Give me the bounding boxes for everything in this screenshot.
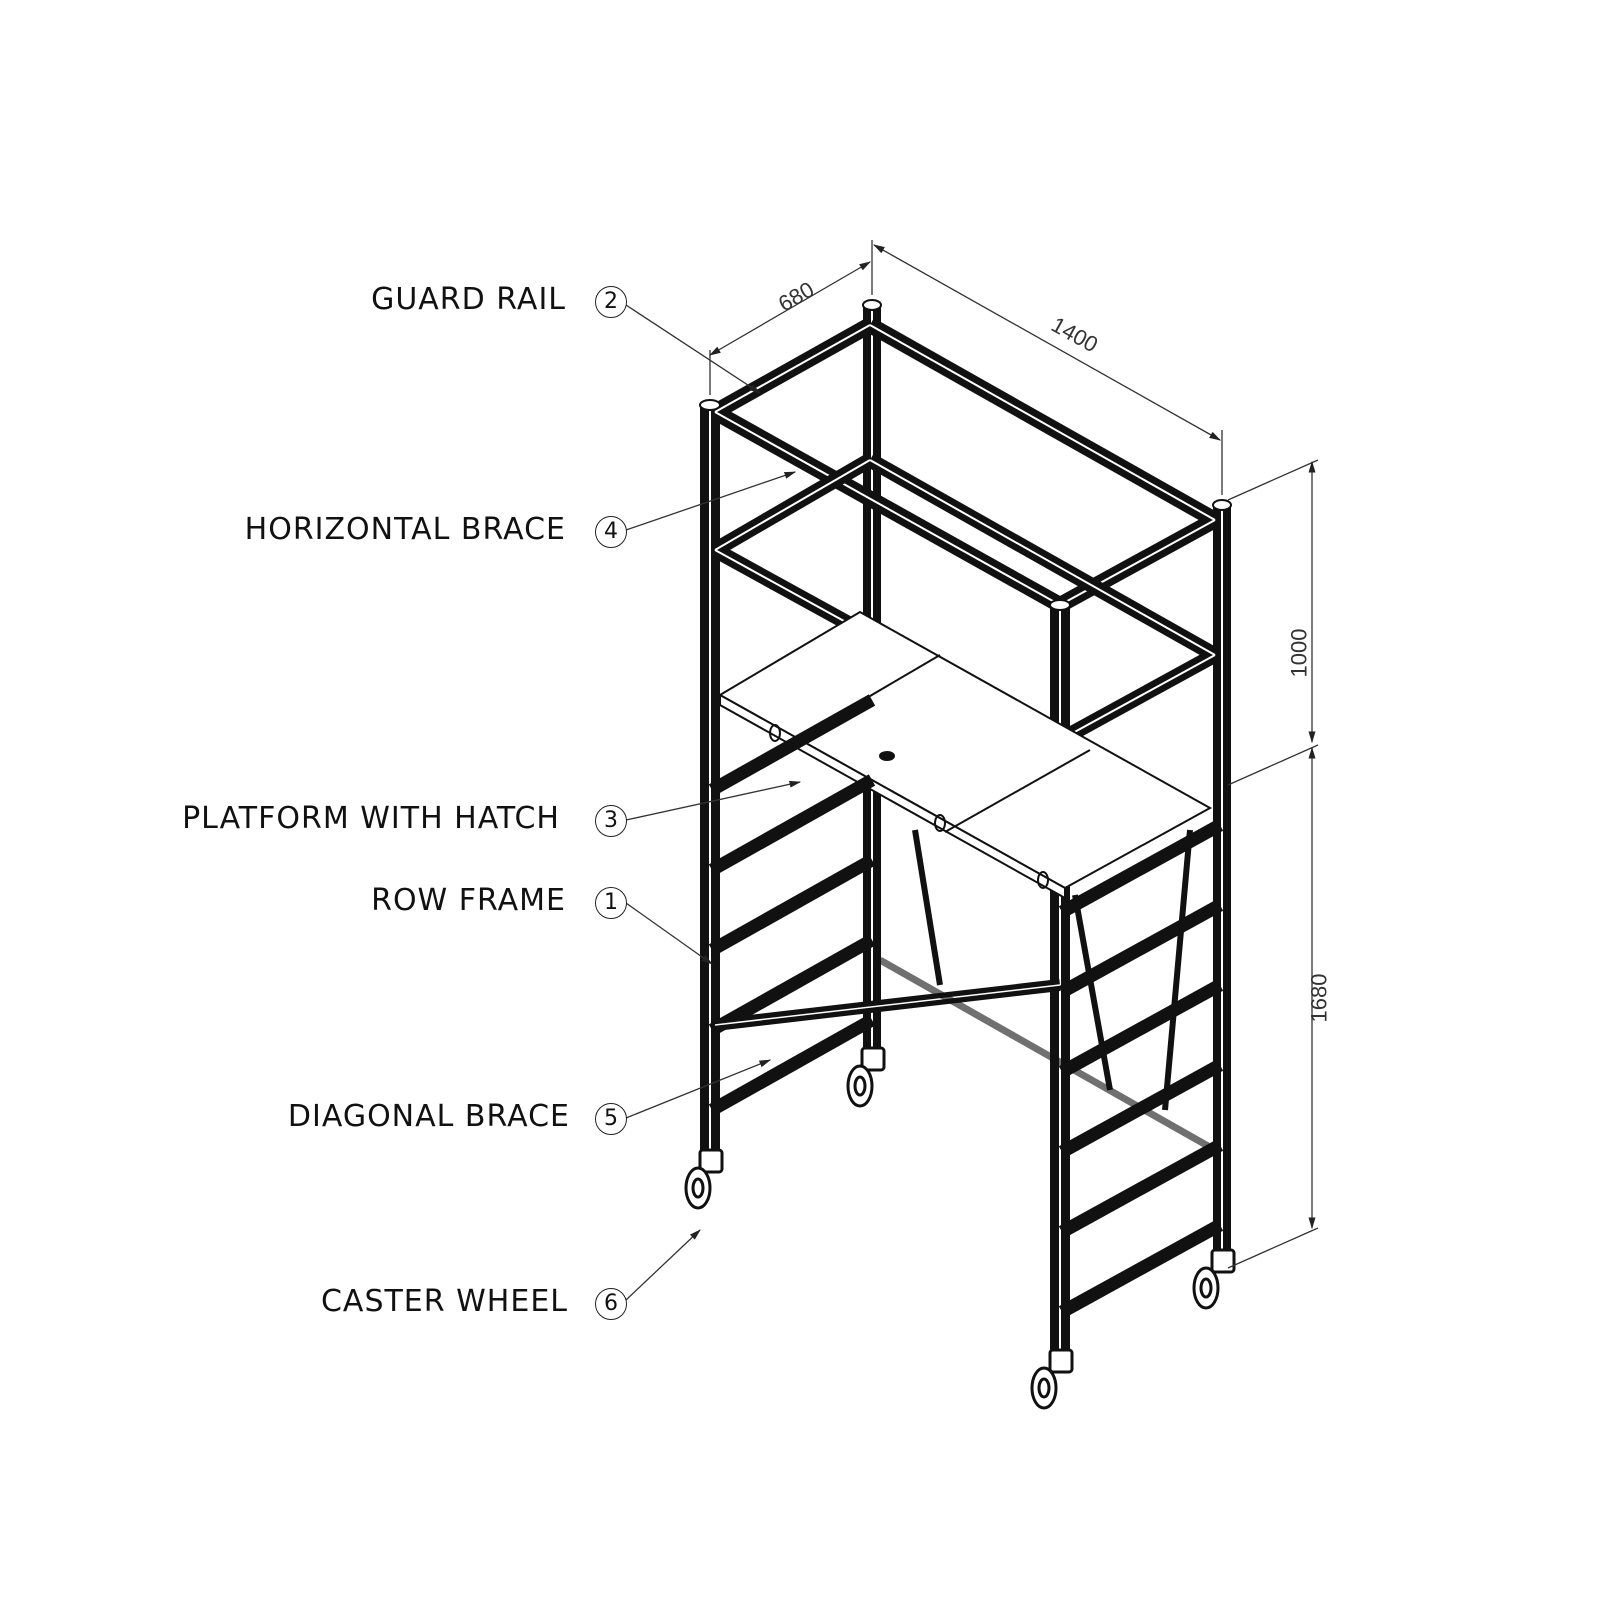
callout-label-horizontal-brace: HORIZONTAL BRACE xyxy=(244,512,566,547)
caster-wheel-front-right xyxy=(1030,1348,1074,1410)
callout-label-row-frame: ROW FRAME xyxy=(371,883,566,918)
caster-wheels xyxy=(684,1046,1236,1410)
callout-label-platform-with-hatch: PLATFORM WITH HATCH xyxy=(182,801,560,836)
guard-rail xyxy=(711,318,1219,613)
callout-label-guard-rail: GUARD RAIL xyxy=(371,282,566,317)
callout-balloon-5: 5 xyxy=(595,1103,627,1135)
callout-balloon-6: 6 xyxy=(595,1288,627,1320)
left-frame-rungs xyxy=(708,694,876,1116)
dimension-platform-height: 1680 xyxy=(1306,973,1332,1023)
diagonal-brace xyxy=(714,956,1217,1154)
platform-support-legs xyxy=(912,829,1193,1111)
caster-wheel-front-left xyxy=(684,1148,724,1210)
front-row-frame xyxy=(700,405,1070,1360)
callout-balloon-4: 4 xyxy=(595,516,627,548)
right-frame-rungs xyxy=(1058,819,1224,1318)
callout-balloon-1: 1 xyxy=(595,887,627,919)
dimension-lines xyxy=(708,240,1319,1269)
dimension-guard-height: 1000 xyxy=(1286,628,1312,678)
callout-balloon-2: 2 xyxy=(595,286,627,318)
callout-label-diagonal-brace: DIAGONAL BRACE xyxy=(287,1099,570,1134)
callout-label-caster-wheel: CASTER WHEEL xyxy=(320,1284,568,1319)
caster-wheel-back-right xyxy=(1192,1248,1236,1310)
leader-lines xyxy=(625,304,802,1301)
caster-wheel-back-left xyxy=(846,1046,886,1108)
platform-with-hatch xyxy=(717,610,1213,900)
callout-balloon-3: 3 xyxy=(595,805,627,837)
